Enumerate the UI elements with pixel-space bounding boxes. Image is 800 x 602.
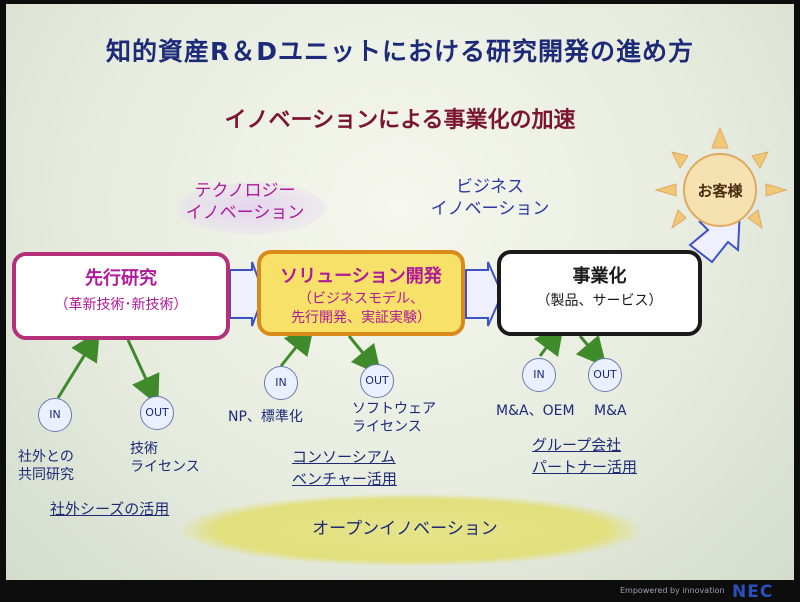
stage3-footer-line1: グループ会社: [532, 436, 622, 454]
in-circle-2: IN: [264, 366, 298, 400]
out-circle-2: OUT: [360, 364, 394, 398]
box-advanced-research-title: 先行研究: [85, 268, 157, 289]
stage1-out-text: 技術 ライセンス: [130, 440, 200, 476]
stage1-in-text: 社外との 共同研究: [18, 448, 74, 484]
box-solution-development-sub2: 先行開発、実証実験）: [291, 310, 431, 326]
out-arrow-3: [575, 334, 607, 368]
stage3-footer: グループ会社 パートナー活用: [532, 434, 637, 478]
box-advanced-research-sub: （革新技術･新技術）: [54, 297, 188, 313]
box-solution-development-title: ソリューション開発: [280, 266, 442, 287]
out-circle-1: OUT: [140, 396, 174, 430]
business-innovation-line2: イノベーション: [430, 199, 550, 219]
stage2-footer-line2: ベンチャー活用: [292, 470, 397, 488]
box-solution-development: ソリューション開発 （ビジネスモデル、 先行開発、実証実験）: [257, 250, 465, 336]
stage1-out-text-line2: ライセンス: [130, 459, 200, 475]
flow-arrow-2: [465, 261, 504, 327]
in-circle-1: IN: [38, 398, 72, 432]
customer-label: お客様: [697, 182, 743, 200]
stage3-in-text: M&A、OEM: [496, 403, 575, 419]
box-commercialization-title: 事業化: [572, 266, 627, 287]
in-arrow-2: [279, 324, 315, 367]
stage1-in-text-line2: 共同研究: [18, 467, 74, 483]
business-innovation-label: ビジネス イノベーション: [415, 176, 565, 220]
stage2-footer: コンソーシアム ベンチャー活用: [292, 446, 397, 490]
brand-tagline: Empowered by innovation: [620, 586, 725, 595]
technology-innovation-label: テクノロジー イノベーション: [170, 180, 320, 224]
in-arrow-1: [56, 330, 100, 399]
stage3-footer-line2: パートナー活用: [532, 458, 638, 476]
box-commercialization: 事業化 （製品、サービス）: [497, 250, 702, 336]
technology-cloud: [176, 182, 326, 234]
stage3-out-text: M&A: [594, 403, 627, 419]
sun-icon: [654, 126, 788, 230]
stage2-out-text: ソフトウェア ライセンス: [352, 400, 436, 436]
slide-subtitle: イノベーションによる事業化の加速: [224, 108, 576, 133]
box-commercialization-sub: （製品、サービス）: [536, 293, 663, 309]
technology-innovation-line2: イノベーション: [185, 203, 305, 223]
nec-logo: NEC: [732, 582, 774, 602]
out-circle-3: OUT: [588, 358, 622, 392]
in-arrow-3: [534, 324, 564, 357]
slide-title: 知的資産R＆Dユニットにおける研究開発の進め方: [105, 37, 694, 66]
stage1-in-text-line1: 社外との: [18, 449, 74, 465]
customer-circle: [683, 153, 757, 227]
stage2-footer-line1: コンソーシアム: [292, 448, 396, 466]
out-arrow-2: [347, 335, 382, 376]
stage1-footer: 社外シーズの活用: [50, 500, 170, 518]
stage1-out-text-line1: 技術: [130, 441, 158, 457]
in-circle-3: IN: [522, 358, 556, 392]
box-solution-development-sub1: （ビジネスモデル、: [298, 291, 424, 307]
stage2-in-text: NP、標準化: [228, 409, 303, 425]
open-innovation-label: オープンイノベーション: [312, 519, 498, 539]
stage2-out-text-line1: ソフトウェア: [352, 401, 436, 417]
business-innovation-line1: ビジネス: [456, 177, 524, 197]
out-arrow-1: [126, 339, 160, 406]
box-advanced-research: 先行研究 （革新技術･新技術）: [12, 252, 230, 340]
bottom-bar: [0, 580, 800, 600]
stage2-out-text-line2: ライセンス: [352, 419, 422, 435]
technology-innovation-line1: テクノロジー: [194, 181, 296, 201]
open-innovation-cloud: [181, 494, 641, 566]
